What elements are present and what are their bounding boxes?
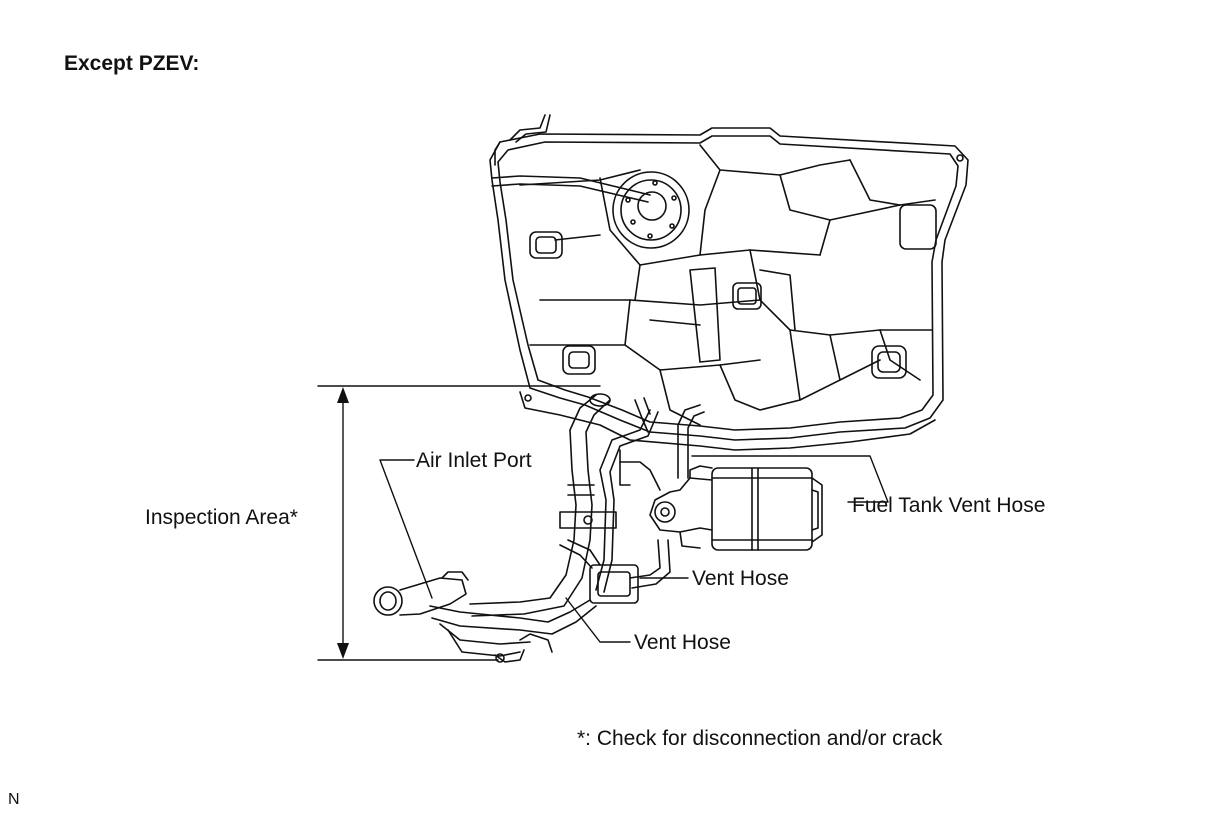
charcoal-canister	[619, 449, 823, 551]
inspection-footnote: *: Check for disconnection and/or crack	[577, 727, 943, 750]
vent-hose-lower-leader	[565, 597, 631, 643]
vent-hose-lower-label: Vent Hose	[634, 631, 731, 654]
figure-heading: Except PZEV:	[64, 52, 200, 75]
air-inlet-leader	[379, 459, 433, 599]
dimension-arrowheads	[337, 387, 349, 659]
arrowhead-down	[337, 643, 349, 659]
air-inlet-port-label: Air Inlet Port	[416, 449, 532, 472]
fuel-hoses	[373, 393, 705, 663]
corner-mark: N	[8, 791, 20, 808]
vent-hose-upper-label: Vent Hose	[692, 567, 789, 590]
arrowhead-up	[337, 387, 349, 403]
leader-lines	[317, 385, 889, 661]
fuel-tank	[489, 114, 969, 451]
fuel-tank-vent-leader	[691, 455, 889, 503]
inspection-area-label: Inspection Area*	[145, 506, 298, 529]
fuel-tank-vent-hose-label: Fuel Tank Vent Hose	[852, 494, 1046, 517]
